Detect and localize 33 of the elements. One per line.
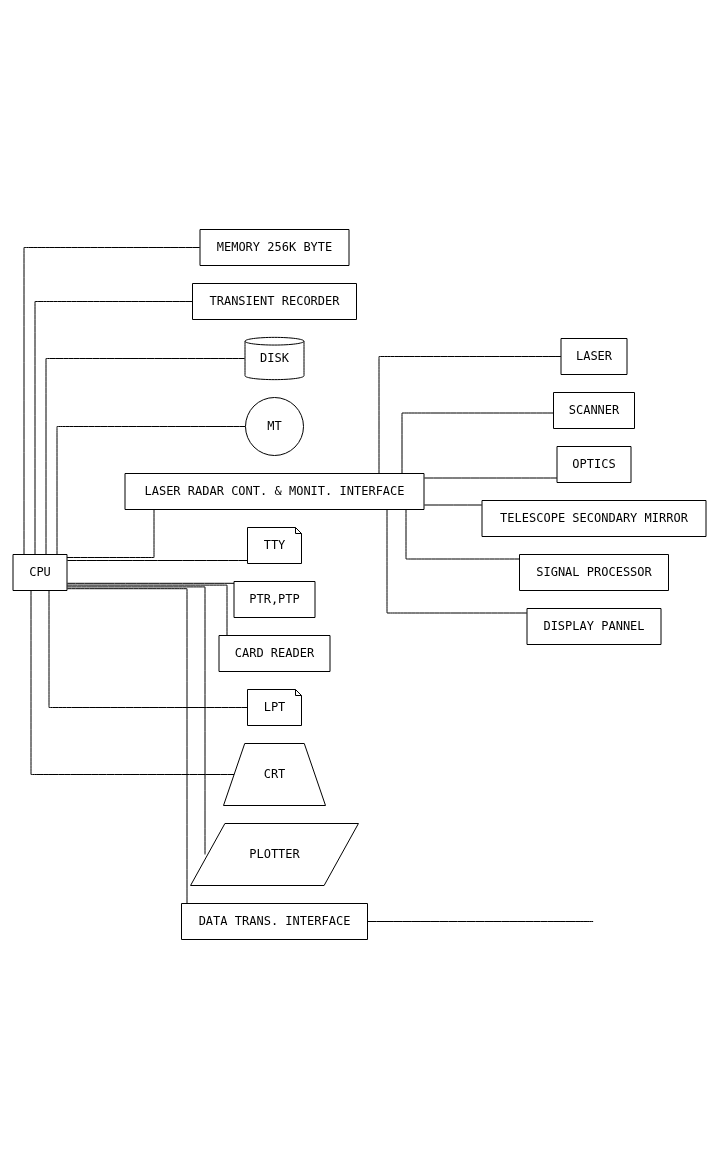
connector (401, 412, 554, 474)
node-box: OPTICS (556, 446, 631, 483)
connector (66, 588, 187, 904)
node-box: DATA TRANS. INTERFACE (180, 903, 368, 940)
connector (66, 509, 154, 558)
connector (66, 560, 248, 561)
connector (56, 426, 246, 555)
connector (423, 477, 557, 479)
connector (423, 504, 482, 506)
connector (48, 590, 248, 708)
node-box: DISPLAY PANNEL (526, 608, 661, 645)
node-box: CPU (12, 554, 67, 591)
node-box: CARD READER (218, 635, 330, 672)
node-box: SIGNAL PROCESSOR (518, 554, 669, 591)
node-box: PTR,PTP (233, 581, 315, 618)
connector (66, 586, 205, 855)
connector (378, 356, 561, 474)
connector (30, 590, 234, 775)
connector (366, 921, 594, 922)
node-box: MEMORY 256K BYTE (199, 229, 349, 266)
connector (386, 509, 527, 614)
connector (45, 358, 245, 555)
node-box: TRANSIENT RECORDER (191, 283, 357, 320)
connector (405, 509, 520, 560)
connector (66, 584, 227, 636)
node-box: LASER RADAR CONT. & MONIT. INTERFACE (124, 473, 424, 510)
connector (23, 247, 200, 555)
node-box: SCANNER (552, 392, 635, 429)
node-box: TELESCOPE SECONDARY MIRROR (481, 500, 706, 537)
connector (66, 582, 234, 584)
connector (34, 301, 193, 555)
node-circle: MT (244, 397, 304, 456)
node-box: LASER (560, 338, 627, 375)
